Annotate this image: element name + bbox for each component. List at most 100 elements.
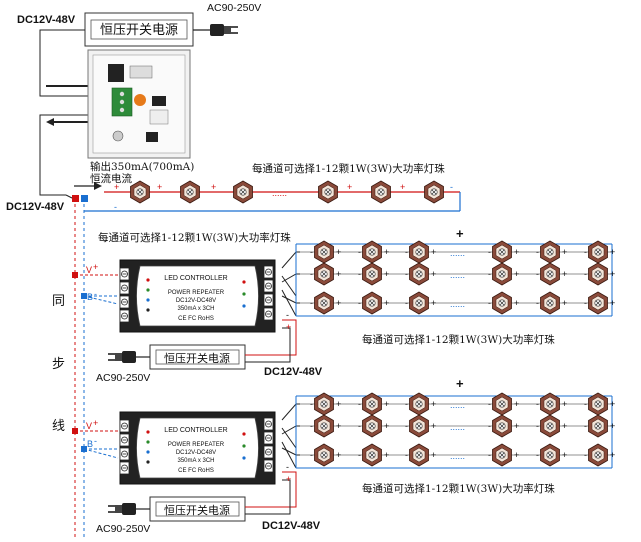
svg-text:-: - bbox=[488, 421, 491, 431]
svg-text:+: + bbox=[286, 474, 291, 484]
svg-text:-: - bbox=[114, 202, 117, 212]
svg-text:......: ...... bbox=[450, 400, 465, 410]
svg-text:-: - bbox=[536, 421, 539, 431]
controller-1-dc-label: DC12V-48V bbox=[264, 366, 323, 378]
svg-text:+: + bbox=[514, 421, 519, 431]
controller-2-dc-label: DC12V-48V bbox=[262, 520, 321, 532]
svg-text:-: - bbox=[310, 247, 313, 257]
top-psu-label: 恒压开关电源 bbox=[100, 23, 178, 38]
top-led-2 bbox=[180, 180, 200, 204]
top-ac-plug bbox=[193, 23, 239, 37]
svg-text:+: + bbox=[562, 269, 567, 279]
svg-text:......: ...... bbox=[450, 422, 465, 432]
svg-text:-: - bbox=[536, 450, 539, 460]
svg-text:-: - bbox=[584, 298, 587, 308]
svg-text:+: + bbox=[514, 399, 519, 409]
svg-text:+: + bbox=[336, 399, 341, 409]
svg-text:-: - bbox=[584, 399, 587, 409]
svg-text:+: + bbox=[336, 269, 341, 279]
controller-1-caption: 每通道可选择1-12颗1W(3W)大功率灯珠 bbox=[362, 333, 555, 346]
top-string-caption: 每通道可选择1-12颗1W(3W)大功率灯珠 bbox=[252, 162, 445, 175]
top-led-ellipsis: ...... bbox=[272, 188, 287, 198]
svg-text:+: + bbox=[384, 421, 389, 431]
driver-output-line1: 输出350mA(700mA) bbox=[90, 160, 194, 173]
driver-output-line2: 恒流电流 bbox=[90, 172, 132, 185]
svg-text:+: + bbox=[400, 182, 405, 192]
svg-text:-: - bbox=[584, 421, 587, 431]
controller-2-spec2: 350mA x 3CH bbox=[177, 458, 214, 464]
svg-text:-: - bbox=[358, 450, 361, 460]
svg-text:-: - bbox=[488, 399, 491, 409]
controller-2-led-rows: ...... ...... ...... - + - + - + - + - + - + -… bbox=[296, 392, 615, 469]
svg-text:+: + bbox=[514, 269, 519, 279]
controller-1-ac-label: AC90-250V bbox=[96, 372, 150, 384]
controller-1-led-rows: ...... ...... ...... -+ -+ -+ -+ -+ -+ -… bbox=[296, 240, 615, 317]
svg-text:+: + bbox=[114, 182, 119, 192]
controller-1-spec2: 350mA x 3CH bbox=[177, 306, 214, 312]
svg-text:-: - bbox=[488, 269, 491, 279]
svg-text:-: - bbox=[584, 269, 587, 279]
svg-text:+: + bbox=[610, 269, 615, 279]
svg-text:-: - bbox=[584, 247, 587, 257]
svg-text:-: - bbox=[310, 298, 313, 308]
svg-text:+: + bbox=[431, 450, 436, 460]
svg-text:+: + bbox=[514, 247, 519, 257]
svg-text:+: + bbox=[562, 421, 567, 431]
controller-2-spec1: DC12V-DC48V bbox=[176, 450, 216, 456]
svg-text:+: + bbox=[384, 298, 389, 308]
svg-text:+: + bbox=[562, 247, 567, 257]
svg-text:+: + bbox=[610, 421, 615, 431]
svg-text:+: + bbox=[610, 450, 615, 460]
controller-1-cert: CE FC RoHS bbox=[178, 316, 214, 322]
controller-1-psu-label: 恒压开关电源 bbox=[164, 351, 230, 365]
top-led-3 bbox=[233, 180, 253, 204]
top-power-supply: 恒压开关电源 bbox=[84, 12, 194, 47]
svg-text:-: - bbox=[358, 298, 361, 308]
svg-text:+: + bbox=[514, 450, 519, 460]
svg-text:+: + bbox=[562, 450, 567, 460]
svg-text:......: ...... bbox=[450, 451, 465, 461]
svg-text:+: + bbox=[384, 247, 389, 257]
driver-board bbox=[87, 49, 191, 159]
svg-text:+: + bbox=[157, 182, 162, 192]
svg-text:+: + bbox=[336, 247, 341, 257]
svg-text:......: ...... bbox=[450, 299, 465, 309]
svg-text:-: - bbox=[286, 310, 289, 320]
svg-text:-: - bbox=[310, 421, 313, 431]
svg-text:-: - bbox=[584, 450, 587, 460]
svg-text:-: - bbox=[358, 269, 361, 279]
svg-text:-: - bbox=[488, 298, 491, 308]
sync-char-1: 同 bbox=[52, 294, 65, 309]
svg-text:+: + bbox=[336, 450, 341, 460]
svg-text:B: B bbox=[87, 439, 93, 449]
svg-text:+: + bbox=[610, 399, 615, 409]
svg-text:+: + bbox=[211, 182, 216, 192]
svg-text:+: + bbox=[384, 399, 389, 409]
svg-text:+: + bbox=[93, 418, 98, 428]
svg-text:-: - bbox=[405, 421, 408, 431]
svg-text:+: + bbox=[431, 298, 436, 308]
svg-text:+: + bbox=[384, 269, 389, 279]
svg-text:-: - bbox=[310, 450, 313, 460]
controller-2-title: LED CONTROLLER bbox=[164, 427, 227, 434]
bus-voltage-label: DC12V-48V bbox=[6, 201, 65, 213]
controller-2-ac-label: AC90-250V bbox=[96, 523, 150, 535]
svg-text:+: + bbox=[336, 298, 341, 308]
top-led-string: ...... + + + + + - - bbox=[84, 180, 461, 212]
svg-text:+: + bbox=[384, 450, 389, 460]
top-led-1 bbox=[130, 180, 150, 204]
top-ac-label: AC90-250V bbox=[207, 2, 261, 14]
svg-text:-: - bbox=[286, 462, 289, 472]
svg-text:-: - bbox=[536, 399, 539, 409]
svg-text:-: - bbox=[358, 421, 361, 431]
svg-text:-: - bbox=[536, 298, 539, 308]
controller-1-spec1: DC12V-DC48V bbox=[176, 298, 216, 304]
controller-2: V + B - LED CONTROLLER POWER REPEATER DC… bbox=[72, 376, 464, 535]
svg-text:+: + bbox=[336, 421, 341, 431]
controller-2-cert: CE FC RoHS bbox=[178, 468, 214, 474]
svg-text:-: - bbox=[358, 399, 361, 409]
sync-char-2: 步 bbox=[52, 357, 65, 372]
svg-text:-: - bbox=[405, 269, 408, 279]
svg-text:+: + bbox=[562, 399, 567, 409]
